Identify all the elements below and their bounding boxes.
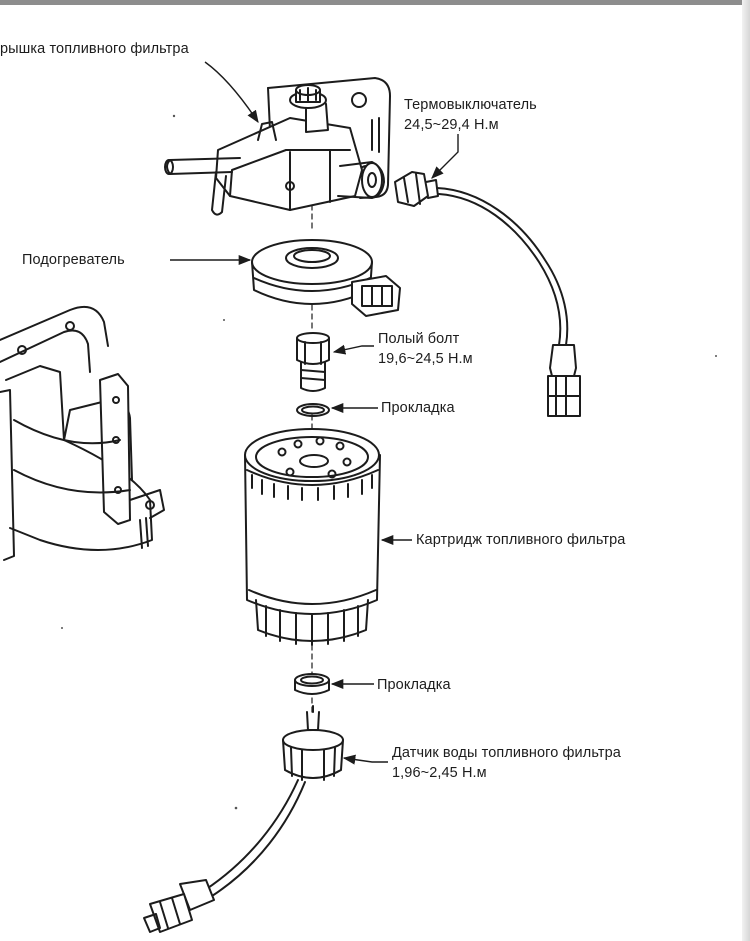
label-heater: Подогреватель xyxy=(22,252,125,268)
gasket-lower xyxy=(294,673,330,695)
label-hollow-bolt: Полый болт xyxy=(378,331,460,347)
label-filter-cover: рышка топливного фильтра xyxy=(0,41,189,57)
label-water-sensor-torque: 1,96~2,45 Н.м xyxy=(392,765,487,781)
hollow-bolt xyxy=(296,332,330,392)
label-water-sensor: Датчик воды топливного фильтра xyxy=(392,745,621,761)
water-sensor xyxy=(143,705,344,933)
heater xyxy=(251,239,401,317)
label-cartridge: Картридж топливного фильтра xyxy=(416,532,626,548)
filter-cartridge xyxy=(244,428,381,646)
filter-head xyxy=(164,77,391,216)
label-gasket-upper: Прокладка xyxy=(381,400,455,416)
label-thermo-switch-torque: 24,5~29,4 Н.м xyxy=(404,117,499,133)
label-hollow-bolt-torque: 19,6~24,5 Н.м xyxy=(378,351,473,367)
label-thermo-switch: Термовыключатель xyxy=(404,97,537,113)
label-gasket-lower: Прокладка xyxy=(377,677,451,693)
right-edge xyxy=(742,0,750,941)
thermo-switch xyxy=(394,171,581,417)
gasket-upper xyxy=(296,403,330,417)
leader-lines xyxy=(170,61,459,765)
top-border xyxy=(0,0,750,5)
scan-specks xyxy=(61,114,717,810)
mounting-bracket xyxy=(0,306,165,561)
